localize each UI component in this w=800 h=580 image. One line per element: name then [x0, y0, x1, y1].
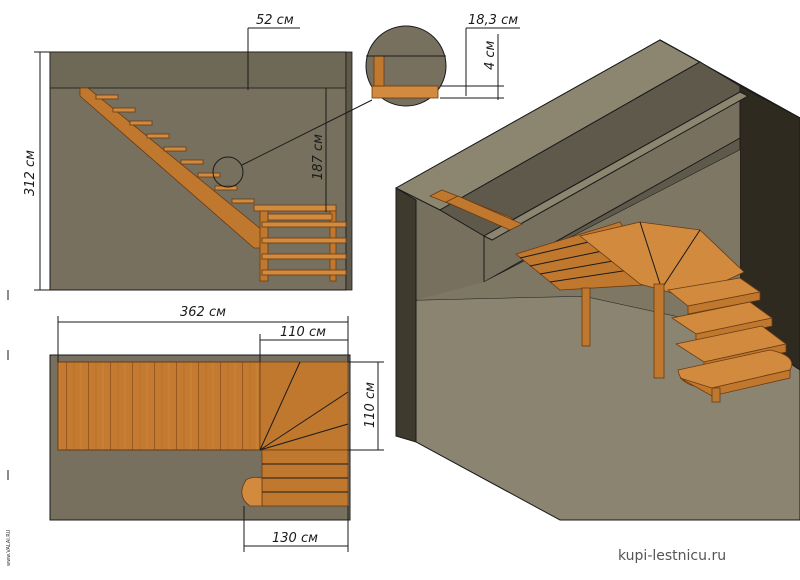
isometric-view [394, 39, 800, 521]
side-elevation-wall [49, 51, 347, 291]
side-elevation-right-post [345, 51, 353, 291]
dim-total-height: 312 см [23, 150, 38, 196]
dim-top-width: 52 см [256, 13, 294, 28]
iso-post-center [653, 283, 665, 379]
dim-plan-length: 362 см [180, 305, 226, 320]
side-landing [253, 204, 337, 212]
side-credit: www.VALAI.RU [6, 529, 12, 566]
watermark: kupi-lestnicu.ru [618, 548, 726, 564]
dim-landing-width: 110 см [280, 325, 326, 340]
lower-flight-treads [261, 221, 347, 276]
plan-upper-flight [57, 361, 261, 451]
detail-marker-circle [212, 156, 244, 188]
side-elevation-floor-slab [49, 51, 347, 89]
iso-post-left [581, 287, 591, 347]
dim-landing-depth: 110 см [363, 382, 378, 428]
upper-flight-treads [95, 94, 255, 204]
iso-right-wall [659, 39, 800, 161]
iso-left-wall [395, 187, 417, 443]
plan-bottom-tread [241, 476, 263, 507]
dim-flight-height: 187 см [311, 134, 326, 180]
dim-detail-width: 18,3 см [468, 13, 518, 28]
plan-view: 362 см 110 см 110 см 130 см [49, 305, 384, 552]
dim-detail-height: 4 см [483, 40, 498, 70]
iso-lower-flight [667, 277, 793, 397]
side-elevation: 52 см 18,3 см 4 см 312 см 187 см [23, 13, 520, 291]
dim-bottom-width: 130 см [272, 531, 318, 546]
